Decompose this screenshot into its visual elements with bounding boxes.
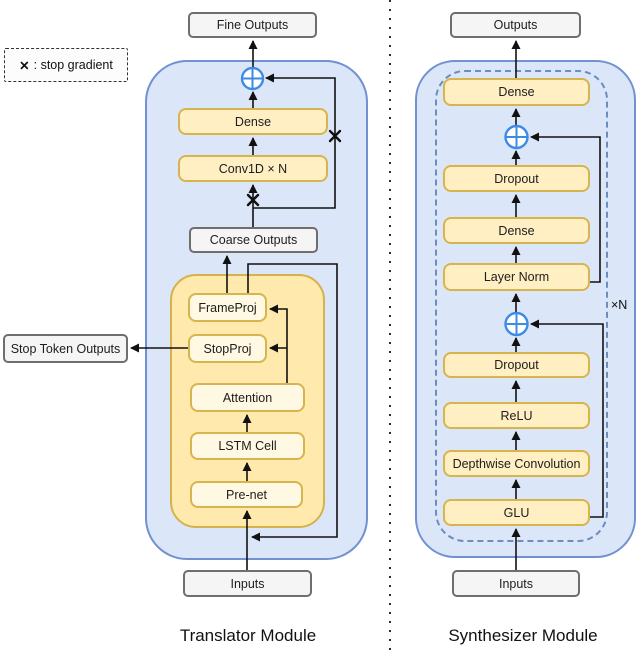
legend-label: : stop gradient — [33, 58, 113, 72]
translator-module-title: Translator Module — [179, 626, 317, 645]
glu-block: GLU — [443, 499, 590, 526]
stop-token-outputs-box: Stop Token Outputs — [3, 334, 128, 363]
repeat-n-label: ×N — [611, 298, 628, 312]
attention-block: Attention — [190, 383, 305, 412]
fine-outputs-box: Fine Outputs — [188, 12, 317, 38]
dense-block: Dense — [178, 108, 328, 135]
repeat-block-dashed-border — [435, 70, 608, 542]
coarse-outputs-box: Coarse Outputs — [189, 227, 318, 253]
stopproj-block: StopProj — [188, 334, 267, 363]
stop-gradient-legend: ✕ : stop gradient — [4, 48, 128, 82]
synth-dense-mid-block: Dense — [443, 217, 590, 244]
stop-gradient-icon: ✕ — [19, 58, 30, 73]
synth-dropout-top-block: Dropout — [443, 165, 590, 192]
translator-inputs-box: Inputs — [183, 570, 312, 597]
lstm-cell-block: LSTM Cell — [190, 432, 305, 460]
outputs-box: Outputs — [450, 12, 581, 38]
synth-dense-top-block: Dense — [443, 78, 590, 106]
synthesizer-module-title: Synthesizer Module — [448, 626, 598, 645]
layer-norm-block: Layer Norm — [443, 263, 590, 291]
relu-block: ReLU — [443, 402, 590, 429]
synthesizer-inputs-box: Inputs — [452, 570, 580, 597]
synth-dropout-mid-block: Dropout — [443, 352, 590, 378]
depthwise-convolution-block: Depthwise Convolution — [443, 450, 590, 477]
pre-net-block: Pre-net — [190, 481, 303, 508]
frameproj-block: FrameProj — [188, 293, 267, 322]
conv1d-block: Conv1D × N — [178, 155, 328, 182]
